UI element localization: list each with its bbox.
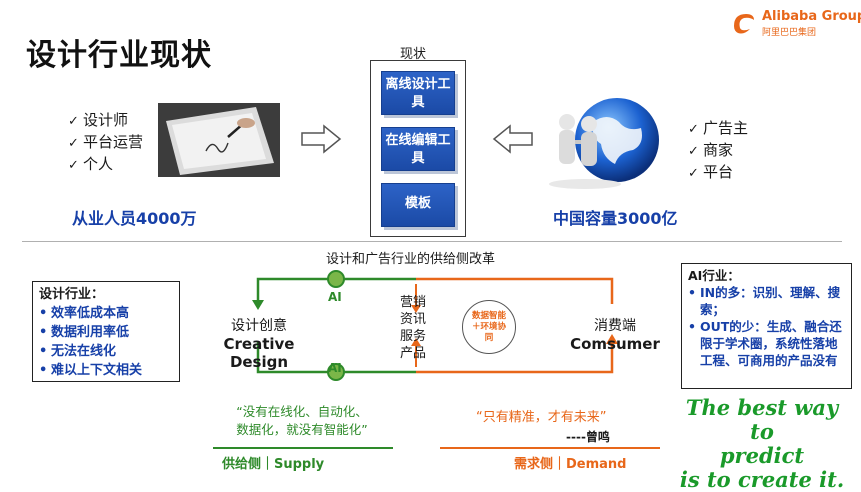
list-item: 平台 bbox=[688, 162, 748, 184]
logo-subtext: 阿里巴巴集团 bbox=[762, 28, 817, 38]
list-item: 难以上下文相关 bbox=[39, 361, 173, 380]
design-industry-title: 设计行业： bbox=[39, 287, 105, 302]
list-item: 广告主 bbox=[688, 118, 748, 140]
supply-underline bbox=[213, 447, 393, 449]
tool-online-editor: 在线编辑工具 bbox=[381, 127, 455, 171]
supply-demand-cycle bbox=[252, 270, 618, 381]
ai-industry-title: AI行业： bbox=[688, 268, 740, 283]
tool-offline-design: 离线设计工具 bbox=[381, 71, 455, 115]
ai-industry-box: AI行业： IN的多：识别、理解、搜索； OUT的少：生成、融合还限于学术圈，系… bbox=[681, 263, 852, 389]
globe-people-image bbox=[549, 98, 659, 189]
creative-design-node: 设计创意 Creative Design bbox=[204, 315, 314, 371]
slogan-line: is to create it. bbox=[679, 467, 845, 492]
data-intelligence-circle: 数据智能＋环境协同 bbox=[462, 300, 516, 354]
slogan-line: The best way to bbox=[685, 395, 839, 444]
list-item: 效率低成本高 bbox=[39, 304, 173, 323]
middle-word: 服务 bbox=[400, 329, 427, 344]
creative-en: Creative Design bbox=[223, 335, 295, 371]
alibaba-logo: Alibaba Group 阿里巴巴集团 bbox=[730, 8, 861, 38]
demand-quote: “只有精准，才有未来” bbox=[476, 410, 607, 425]
creative-cn: 设计创意 bbox=[231, 318, 287, 334]
ai-top-label: AI bbox=[328, 290, 342, 304]
left-role-list: 设计师 平台运营 个人 bbox=[68, 110, 143, 176]
left-arrow-icon bbox=[492, 124, 533, 154]
ai-bottom-label: AI bbox=[328, 361, 342, 375]
list-item: 设计师 bbox=[68, 110, 143, 132]
quote-author: ----曾鸣 bbox=[566, 430, 610, 444]
consumer-node: 消费端 Comsumer bbox=[560, 315, 670, 353]
slogan: The best way to predict is to create it. bbox=[672, 396, 852, 492]
page-title: 设计行业现状 bbox=[26, 38, 212, 73]
left-caption: 从业人员4000万 bbox=[72, 209, 197, 228]
supply-quote-line: 数据化，就没有智能化” bbox=[236, 422, 368, 437]
alibaba-logo-icon bbox=[734, 14, 754, 34]
slogan-line: predict bbox=[719, 443, 805, 468]
list-item: 平台运营 bbox=[68, 132, 143, 154]
section-divider bbox=[22, 241, 842, 242]
list-item: 商家 bbox=[688, 140, 748, 162]
diagram-title: 设计和广告行业的供给侧改革 bbox=[326, 252, 496, 267]
right-arrow-icon bbox=[301, 124, 342, 154]
status-tools-box: 离线设计工具 在线编辑工具 模板 bbox=[370, 60, 466, 237]
designer-photo bbox=[158, 103, 280, 177]
supply-label: 供给侧｜Supply bbox=[222, 457, 325, 472]
ai-industry-list: IN的多：识别、理解、搜索； OUT的少：生成、融合还限于学术圈，系统性落地工程… bbox=[688, 284, 845, 369]
right-caption: 中国容量3000亿 bbox=[553, 209, 678, 228]
circle-text: 数据智能＋环境协同 bbox=[471, 310, 506, 343]
supply-quote-line: “没有在线化、自动化、 bbox=[236, 404, 368, 419]
list-item: 无法在线化 bbox=[39, 342, 173, 361]
tool-template: 模板 bbox=[381, 183, 455, 227]
logo-text: Alibaba Group bbox=[762, 9, 861, 24]
middle-word: 营销 bbox=[400, 295, 427, 310]
marketing-vertical-label: 营销 资讯 服务 产品 bbox=[400, 294, 426, 362]
list-item: IN的多：识别、理解、搜索； bbox=[688, 284, 845, 318]
consumer-en: Comsumer bbox=[570, 335, 660, 353]
demand-label: 需求侧｜Demand bbox=[514, 457, 627, 472]
middle-word: 资讯 bbox=[400, 312, 427, 327]
demand-underline bbox=[440, 447, 660, 449]
middle-label: 现状 bbox=[400, 47, 427, 62]
supply-quote: “没有在线化、自动化、 数据化，就没有智能化” bbox=[218, 403, 386, 439]
middle-word: 产品 bbox=[400, 346, 427, 361]
design-industry-list: 效率低成本高 数据利用率低 无法在线化 难以上下文相关 bbox=[39, 304, 173, 380]
list-item: OUT的少：生成、融合还限于学术圈，系统性落地工程、可商用的产品没有 bbox=[688, 318, 845, 369]
consumer-cn: 消费端 bbox=[594, 318, 636, 334]
list-item: 数据利用率低 bbox=[39, 323, 173, 342]
right-role-list: 广告主 商家 平台 bbox=[688, 118, 748, 184]
design-industry-box: 设计行业： 效率低成本高 数据利用率低 无法在线化 难以上下文相关 bbox=[32, 281, 180, 382]
list-item: 个人 bbox=[68, 154, 143, 176]
